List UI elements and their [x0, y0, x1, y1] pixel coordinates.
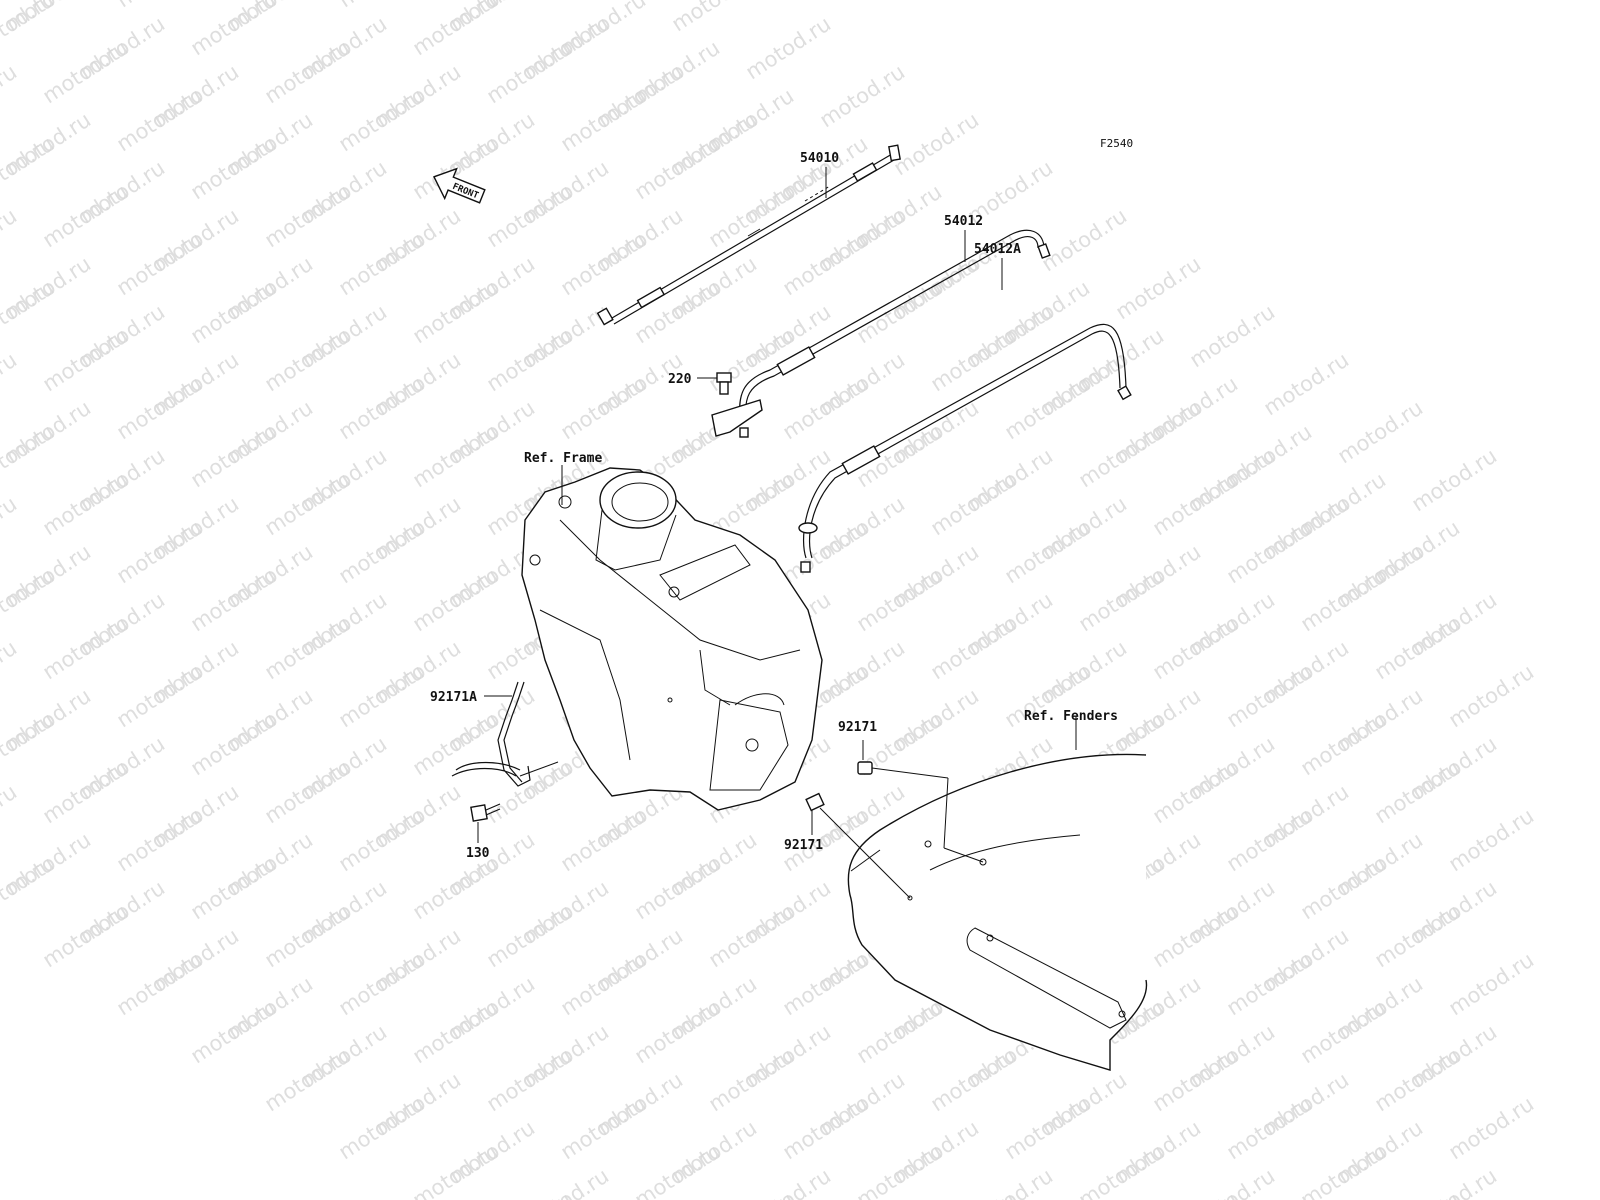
cable-adjuster — [841, 445, 881, 475]
cable-adjuster — [636, 286, 666, 309]
callout-54012: 54012 — [944, 214, 983, 229]
callout-54012a: 54012A — [974, 242, 1021, 257]
callout-130: 130 — [466, 846, 490, 861]
callout-220: 220 — [668, 372, 692, 387]
bolt-130 — [470, 803, 501, 822]
callout-54010: 54010 — [800, 151, 839, 166]
cable-end-fitting — [1037, 243, 1051, 259]
grommet-92171-top — [857, 761, 984, 863]
fender-reference — [847, 753, 1148, 1071]
clip-92171-bottom — [805, 792, 911, 899]
front-direction-arrow-icon: FRONT — [433, 167, 486, 204]
cable-adjuster — [852, 162, 878, 182]
cable-end-fitting — [739, 427, 749, 438]
cable-end-fitting — [800, 561, 811, 573]
callout-92171a: 92171A — [430, 690, 477, 705]
ref-fenders-label: Ref. Fenders — [1024, 709, 1118, 724]
callout-92171-top: 92171 — [838, 720, 877, 735]
ref-frame-label: Ref. Frame — [524, 451, 602, 466]
callout-92171-bottom: 92171 — [784, 838, 823, 853]
cable-end-fitting — [596, 307, 614, 326]
cable-adjuster — [798, 522, 818, 534]
cable-54012a — [798, 323, 1132, 573]
cable-54012 — [711, 229, 1051, 438]
bolt-220 — [716, 372, 732, 395]
cable-end-fitting — [888, 144, 901, 162]
cable-bracket — [711, 399, 763, 437]
cable-end-fitting — [1117, 385, 1132, 401]
cable-54010 — [596, 144, 901, 326]
steering-head-tube — [599, 471, 677, 529]
cable-adjuster — [776, 346, 816, 376]
clamp-92171a — [451, 681, 559, 787]
frame-reference — [521, 467, 823, 811]
figure-code: F2540 — [1100, 137, 1133, 150]
